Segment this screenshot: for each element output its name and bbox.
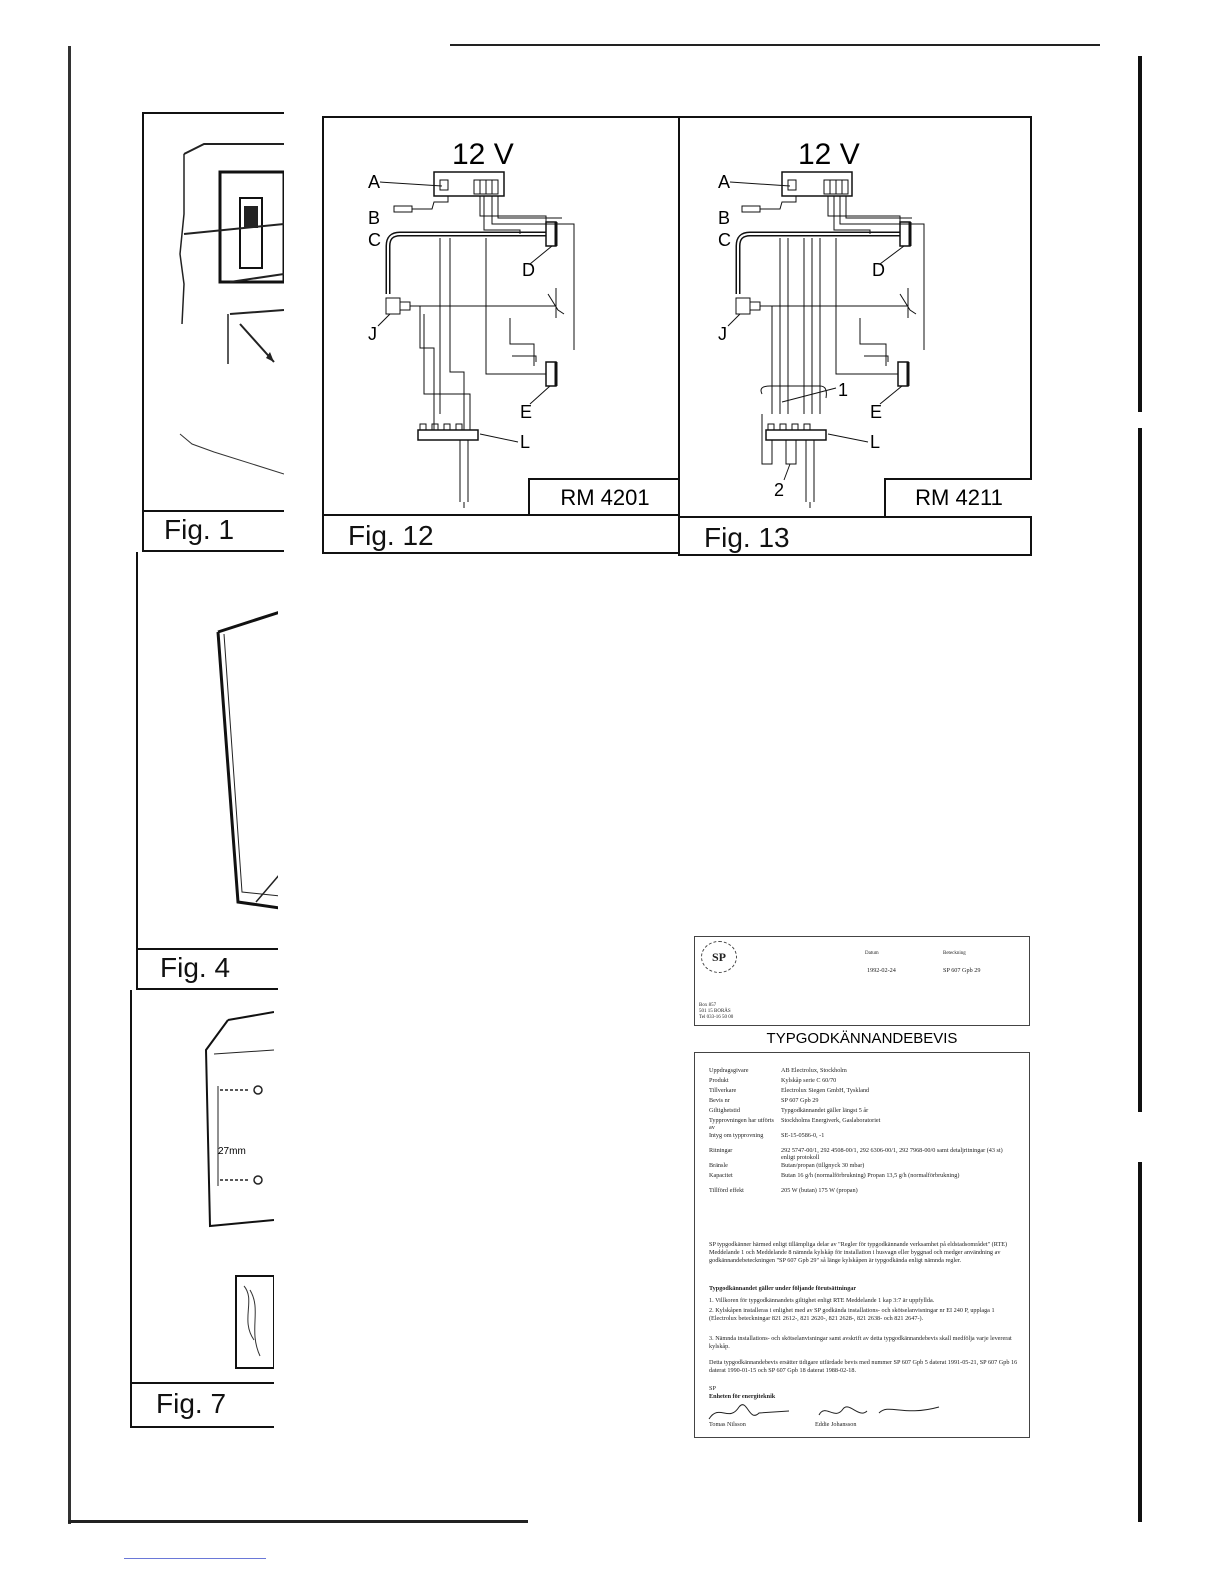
- fig13-label-e: E: [870, 402, 882, 422]
- certificate-row-key: Giltighetstid: [709, 1107, 740, 1114]
- certificate-row-value: Butan 16 g/h (normalförbrukning) Propan …: [781, 1172, 960, 1179]
- certificate-row-key: Kapacitet: [709, 1172, 733, 1179]
- top-rule: [450, 44, 1100, 46]
- certificate-row-value: 292 5747-00/1, 292 4508-00/1, 292 6306-0…: [781, 1147, 1003, 1161]
- certificate-row-value: Stockholms Energiverk, Gaslaboratoriet: [781, 1117, 881, 1124]
- certificate-statement: SP typgodkänner härmed enligt tillämplig…: [709, 1241, 1008, 1264]
- fig12-label: Fig. 12: [348, 520, 434, 551]
- fig12-label-b: B: [368, 208, 380, 228]
- certificate-row-value: Butan/propan (tillgnyck 30 mbar): [781, 1162, 865, 1169]
- section: Enheten för energiteknik: [709, 1393, 776, 1400]
- fig12-voltage: 12 V: [452, 138, 514, 171]
- fig12-panel: 12 V A B C D J E: [322, 116, 680, 554]
- fig13-label: Fig. 13: [704, 522, 790, 553]
- fig1-illustration: [179, 143, 284, 475]
- certificate-row-key: Produkt: [709, 1077, 729, 1084]
- fig12-label-l: L: [520, 432, 530, 452]
- fig13-label-l: L: [870, 432, 880, 452]
- condition-3: 3. Nämnda installations- och skötselanvi…: [709, 1335, 1012, 1350]
- certificate-header: SP Datum 1992-02-24 Beteckning SP 607 Gp…: [694, 936, 1030, 1026]
- signer-1: Tomas Nilsson: [709, 1421, 746, 1428]
- certificate-row-value: SE-15-0586-0, -1: [781, 1132, 825, 1139]
- ref-value: SP 607 Gpb 29: [943, 967, 981, 974]
- fig12-model: RM 4201: [528, 478, 680, 516]
- certificate-row-key: Bevis nr: [709, 1097, 730, 1104]
- fig13-label-2: 2: [774, 480, 784, 500]
- footer-link-line: [124, 1558, 266, 1559]
- condition-1: 1. Villkoren för typgodkännandets giltig…: [709, 1297, 935, 1304]
- certificate-row-value: 205 W (butan) 175 W (propan): [781, 1187, 858, 1194]
- condition-2: 2. Kylskåpen installeras i enlighet med …: [709, 1307, 995, 1322]
- right-edge-2: [1138, 428, 1142, 1112]
- certificate-row-key: Tillförd effekt: [709, 1187, 744, 1194]
- fig1-panel: Fig. 1: [142, 112, 284, 552]
- right-edge-3: [1138, 1162, 1142, 1522]
- fig7-divider: [132, 1382, 274, 1384]
- certificate-row-value: Typgodkännandet gäller längst 5 år: [781, 1107, 869, 1114]
- certificate-row-value: Kylskåp serie C 60/70: [781, 1077, 837, 1084]
- certificate-title: TYPGODKÄNNANDEBEVIS: [766, 1030, 958, 1047]
- fig12-label-c: C: [368, 230, 381, 250]
- fig13-diagram: 12 V A B C D J 1 E: [718, 138, 925, 508]
- fig7-label: Fig. 7: [156, 1388, 227, 1419]
- fig1-divider: [144, 510, 284, 512]
- date-value: 1992-02-24: [867, 967, 896, 974]
- fig13-label-b: B: [718, 208, 730, 228]
- conditions-title: Typgodkännandet gäller under följande fö…: [709, 1285, 857, 1292]
- fig13-divider: [680, 516, 1032, 518]
- certificate-row-key: Typprovningen har utförts av: [709, 1117, 774, 1131]
- certificate-row-key: Uppdragsgivare: [709, 1067, 749, 1074]
- fig7-panel: 27mm Fig. 7: [130, 990, 274, 1428]
- certificate-row-value: Electrolux Siegen GmbH, Tyskland: [781, 1087, 870, 1094]
- fig12-label-d: D: [522, 260, 535, 280]
- fig12-divider: [324, 514, 680, 516]
- fig12-label-j: J: [368, 324, 377, 344]
- fig12-label-a: A: [368, 172, 380, 192]
- ref-label: Beteckning: [943, 951, 966, 956]
- certificate-row-value: SP 607 Gpb 29: [781, 1097, 819, 1104]
- certificate-row-key: Ritningar: [709, 1147, 733, 1154]
- fig4-divider: [138, 948, 278, 950]
- signatures: [708, 1404, 940, 1420]
- right-edge-1: [1138, 56, 1142, 412]
- address-2: 501 15 BORÅS: [699, 1009, 731, 1014]
- fig4-label: Fig. 4: [160, 952, 231, 983]
- address-1: Box 857: [699, 1003, 717, 1008]
- fig12-label-e: E: [520, 402, 532, 422]
- fig1-label: Fig. 1: [164, 514, 235, 545]
- fig13-model: RM 4211: [884, 478, 1032, 516]
- fig13-voltage: 12 V: [798, 138, 860, 171]
- fig13-label-a: A: [718, 172, 730, 192]
- fig13-panel: 12 V A B C D J 1 E: [678, 116, 1032, 556]
- fig7-illustration: [204, 1011, 274, 1369]
- org: SP: [709, 1385, 716, 1392]
- fig7-measure: 27mm: [218, 1146, 246, 1157]
- signer-2: Eddie Johansson: [815, 1421, 857, 1428]
- fig13-label-1: 1: [838, 380, 848, 400]
- address-3: Tel 033-16 50 00: [699, 1015, 734, 1020]
- fig12-diagram: 12 V A B C D J E: [368, 138, 575, 508]
- date-label: Datum: [865, 951, 879, 956]
- fig13-label-d: D: [872, 260, 885, 280]
- left-edge: [68, 46, 71, 1524]
- certificate-row-key: Intyg om typprovning: [709, 1132, 764, 1139]
- fig13-label-j: J: [718, 324, 727, 344]
- bottom-rule: [68, 1520, 528, 1523]
- fig13-label-c: C: [718, 230, 731, 250]
- fig4-panel: Fig. 4: [136, 552, 278, 990]
- certificate-row-key: Tillverkare: [709, 1087, 737, 1094]
- sp-logo: SP: [701, 941, 737, 973]
- certificate-row-value: AB Electrolux, Stockholm: [781, 1067, 847, 1074]
- replaces-note: Detta typgodkännandebevis ersätter tidig…: [709, 1359, 1018, 1374]
- fig4-illustration: [216, 611, 278, 910]
- certificate-row-key: Bränsle: [709, 1162, 728, 1169]
